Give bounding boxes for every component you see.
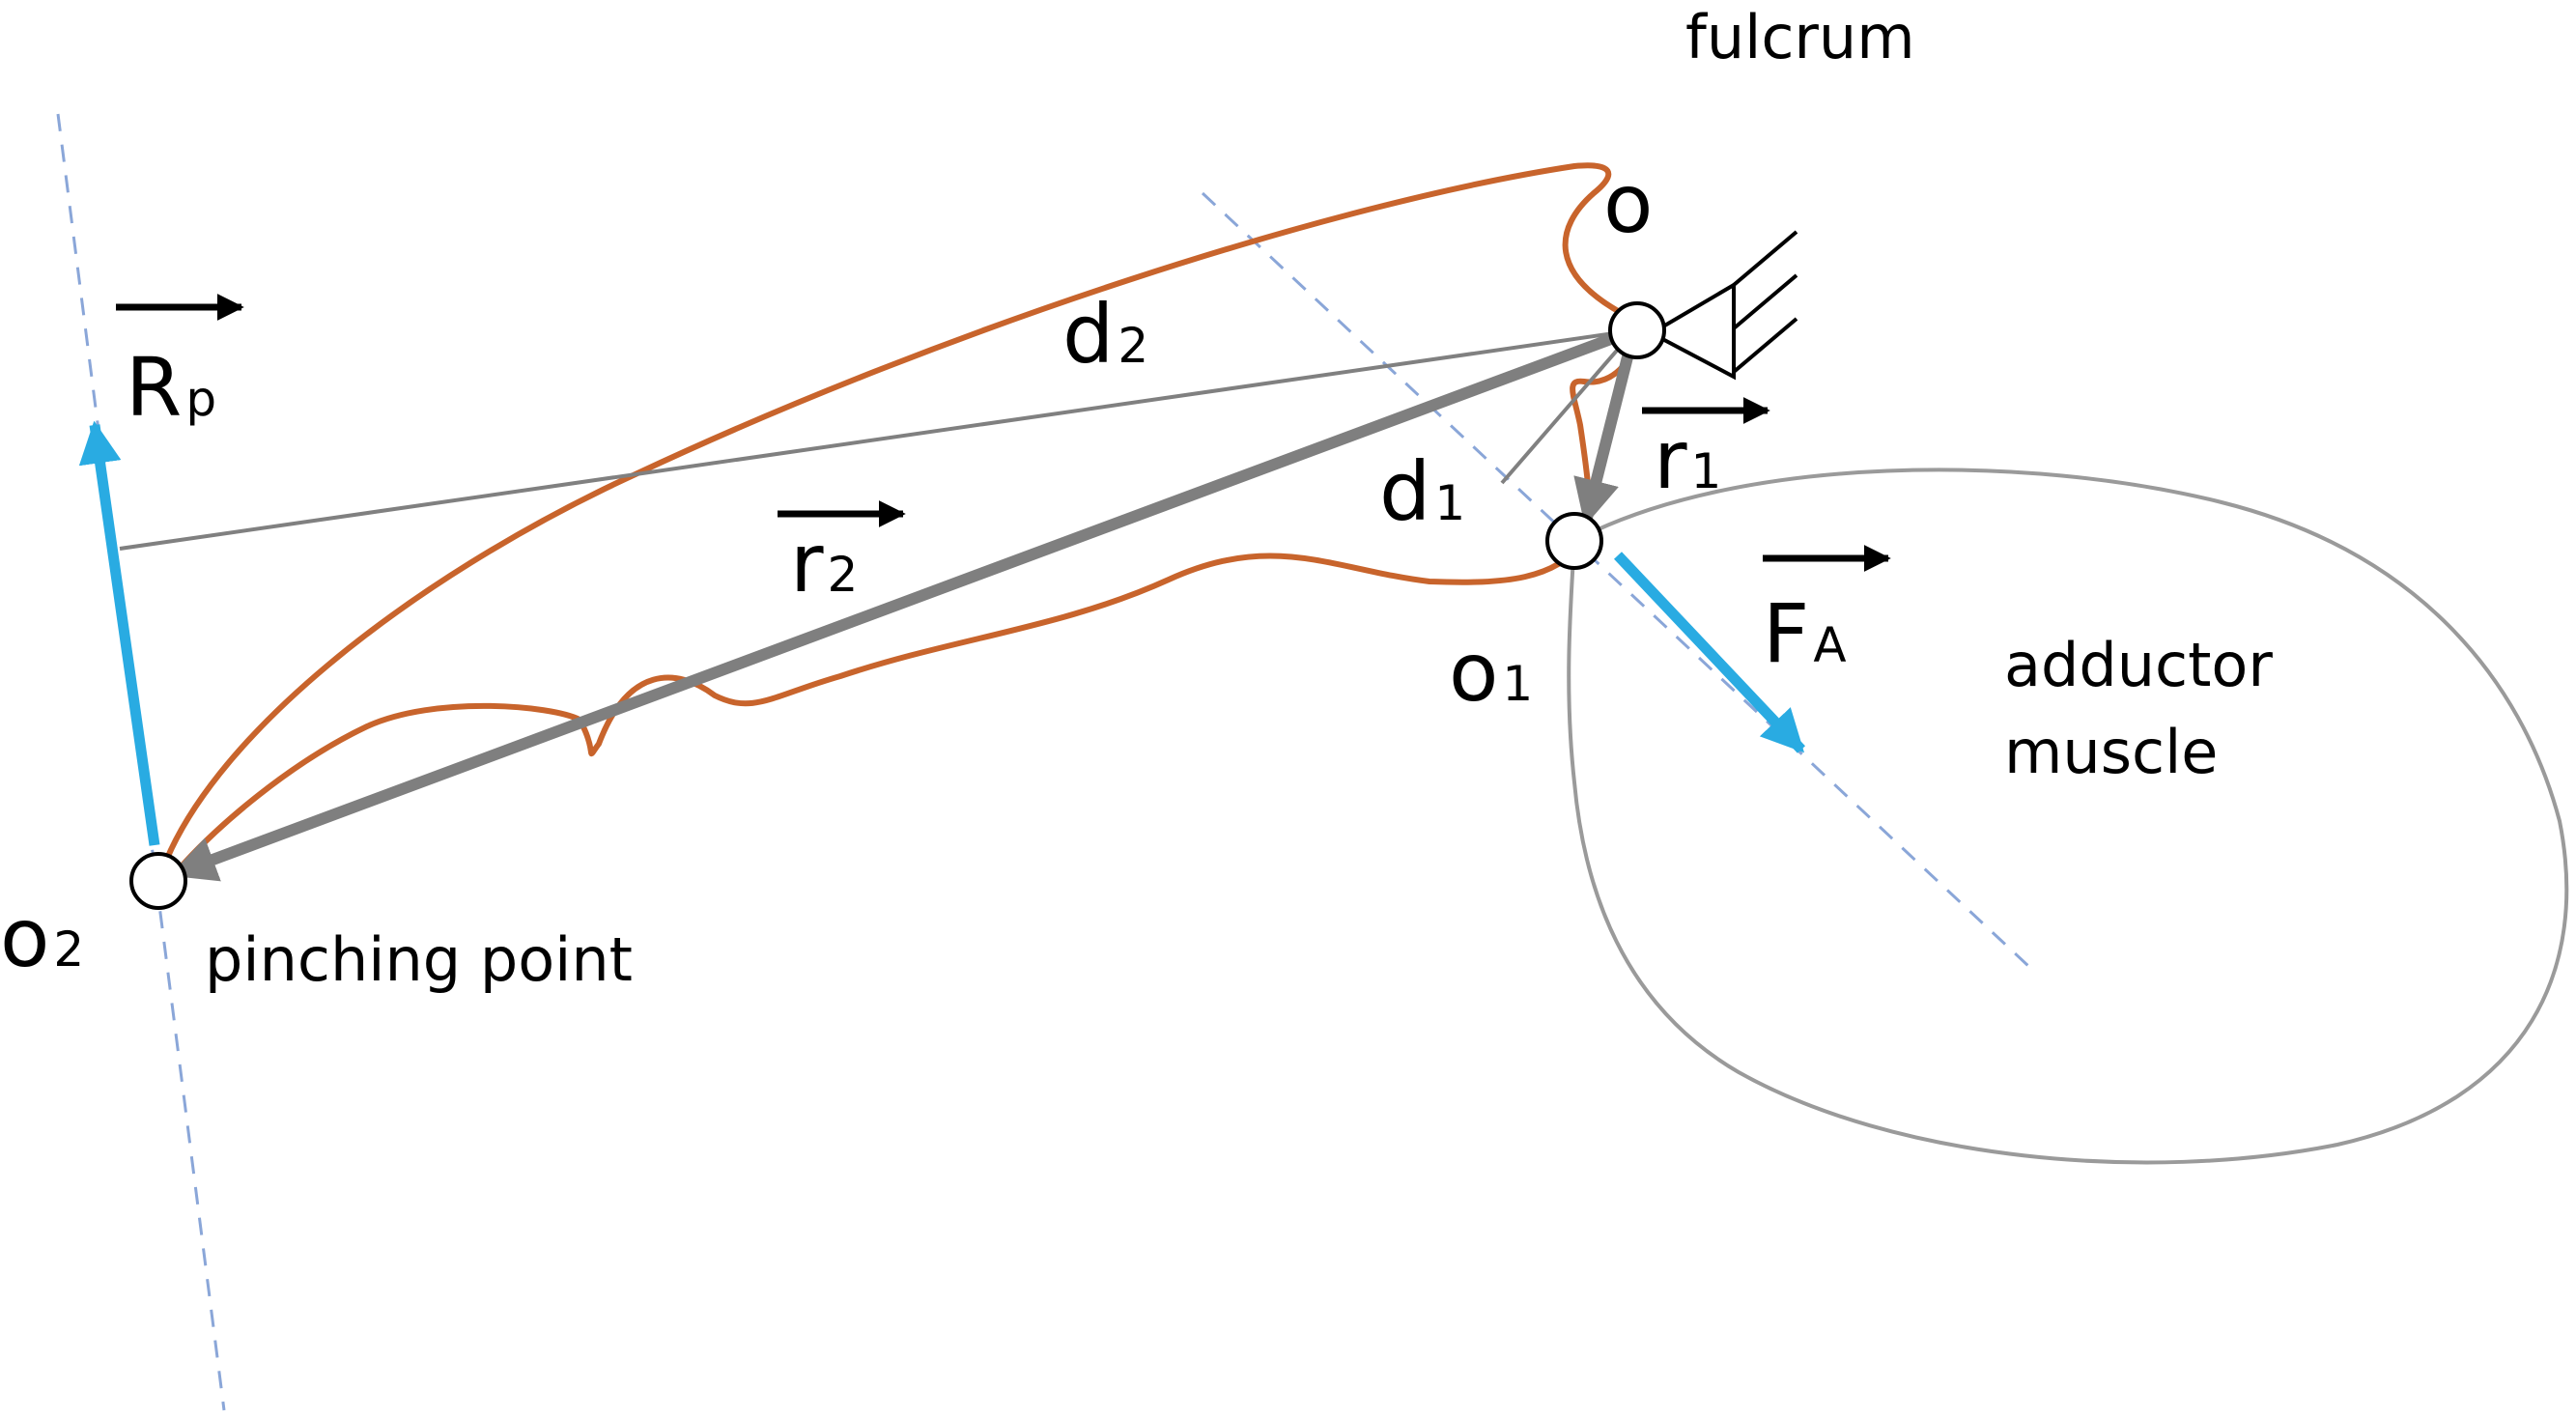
r2-label: r2: [790, 516, 858, 610]
r1-label: r1: [1654, 412, 1721, 507]
pivot-point-o: [1608, 301, 1666, 359]
adductor-muscle-outline: [1567, 468, 2569, 1165]
muscle-label-line1: adductor: [2004, 630, 2273, 700]
pinching-point-o2: [129, 852, 187, 910]
r2-position-vector: [169, 325, 1637, 882]
d1-label: d1: [1379, 444, 1465, 539]
claw-upper-jaw-outline: [156, 162, 1634, 880]
FA-force-vector: [1614, 552, 1805, 753]
FA-label: FA: [1763, 586, 1847, 681]
pinching-point-label: pinching point: [205, 924, 633, 995]
pivot-o-label: o: [1603, 156, 1653, 251]
muscle-force-axis-dashed: [1201, 191, 2030, 968]
d2-label: d2: [1062, 287, 1148, 382]
Rp-label: Rp: [126, 340, 216, 435]
Rp-force-vector: [78, 420, 160, 846]
r1-position-vector: [1573, 328, 1640, 526]
muscle-point-o1: [1545, 512, 1603, 570]
fulcrum-label: fulcrum: [1685, 2, 1915, 72]
o1-label: o1: [1449, 625, 1533, 720]
claw-lower-jaw-outline: [176, 539, 1587, 871]
muscle-label-line2: muscle: [2004, 717, 2218, 787]
o2-label: o2: [0, 891, 84, 985]
d2-moment-arm-line: [119, 328, 1635, 551]
fulcrum-support-icon: [1647, 230, 1798, 381]
d1-moment-arm-line: [1500, 328, 1636, 485]
